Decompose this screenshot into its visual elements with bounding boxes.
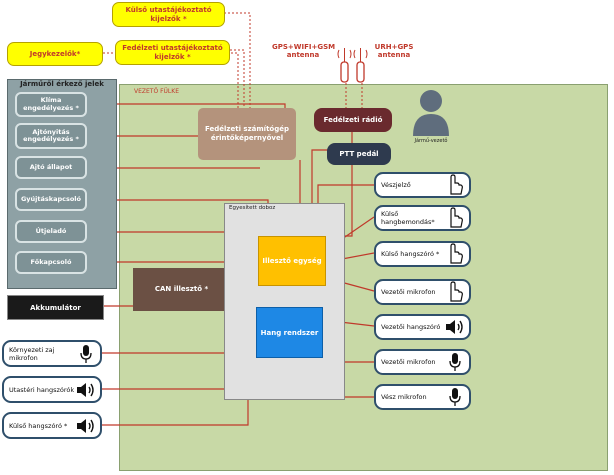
- driver-person-icon: [413, 90, 449, 136]
- urh-antenna-label: URH+GPS antenna: [374, 43, 414, 59]
- external-info-display: Külső utastájékoztató kijelzők *: [112, 2, 225, 27]
- right-item-driver-speaker: Vezetői hangszóró: [374, 314, 471, 340]
- onboard-info-display: Fedélzeti utastájékoztató kijelzők *: [115, 40, 230, 65]
- speaker-icon: [75, 379, 97, 401]
- link-external-info: [224, 12, 251, 108]
- microphone-icon: [444, 386, 466, 408]
- driver-label: Jármű-vezető: [414, 138, 448, 144]
- left-item-noise-mic: Környezeti zaj mikrofon: [2, 340, 102, 367]
- interface-unit: Illesztő egység: [258, 236, 326, 286]
- right-item-driver-mic-button: Vezetői mikrofon: [374, 279, 471, 305]
- battery-box: Akkumulátor: [7, 295, 104, 320]
- antenna-icon: [337, 48, 368, 83]
- signal-ignition: Gyújtáskapcsoló: [15, 188, 87, 211]
- combined-box: [224, 203, 345, 400]
- left-item-cabin-speakers: Utastéri hangszórók: [2, 376, 102, 403]
- signal-klima: Klíma engedélyezés *: [15, 92, 87, 117]
- left-item-label: Külső hangszóró *: [9, 421, 68, 430]
- hand-pointer-icon: [444, 281, 466, 303]
- onboard-computer: Fedélzeti számítógép érintőképernyővel: [198, 108, 296, 160]
- hand-pointer-icon: [444, 243, 466, 265]
- combined-box-label: Egyesített doboz: [229, 205, 276, 211]
- speaker-icon: [75, 415, 97, 437]
- left-item-label: Utastéri hangszórók: [9, 385, 75, 394]
- right-item-external-announce: Külső hangbemondás*: [374, 205, 471, 231]
- signal-main-switch: Főkapcsoló: [15, 251, 87, 274]
- can-adapter: CAN illesztő *: [133, 268, 230, 311]
- right-item-external-speaker: Külső hangszóró *: [374, 241, 471, 267]
- right-item-emergency-button: Vészjelző: [374, 172, 471, 198]
- speaker-icon: [444, 316, 466, 338]
- right-item-label: Vezetői mikrofon: [381, 358, 436, 366]
- hand-pointer-icon: [444, 207, 466, 229]
- hand-pointer-icon: [444, 174, 466, 196]
- right-item-emergency-mic: Vész mikrofon: [374, 384, 471, 410]
- microphone-icon: [75, 343, 97, 365]
- right-item-label: Vezetői mikrofon: [381, 288, 436, 296]
- ticket-validator: Jegykezelők*: [7, 42, 103, 66]
- right-item-label: Külső hangszóró *: [381, 250, 440, 258]
- signal-route-signal: Útjeladó: [15, 220, 87, 243]
- ptt-pedal: PTT pedál: [327, 143, 391, 165]
- signal-door-enable: Ajtónyitás engedélyezés *: [15, 123, 87, 149]
- gps-antenna-label: GPS+WIFI+GSM antenna: [272, 43, 336, 59]
- sound-system: Hang rendszer: [256, 307, 323, 358]
- vehicle-signals-title: Járműről érkező jelek: [20, 80, 104, 88]
- left-item-label: Környezeti zaj mikrofon: [9, 345, 55, 362]
- right-item-driver-mic: Vezetői mikrofon: [374, 349, 471, 375]
- cabin-label: VEZETŐ FÜLKE: [134, 88, 180, 95]
- right-item-label: Vész mikrofon: [381, 393, 427, 401]
- microphone-icon: [444, 351, 466, 373]
- signal-door-state: Ajtó állapot: [15, 156, 87, 179]
- left-item-outside-speaker: Külső hangszóró *: [2, 412, 102, 439]
- right-item-label: Vészjelző: [381, 181, 411, 189]
- right-item-label: Vezetői hangszóró: [381, 323, 441, 331]
- link-onboard-info: [230, 49, 245, 108]
- right-item-label: Külső hangbemondás*: [381, 210, 435, 226]
- onboard-radio: Fedélzeti rádió: [314, 108, 392, 132]
